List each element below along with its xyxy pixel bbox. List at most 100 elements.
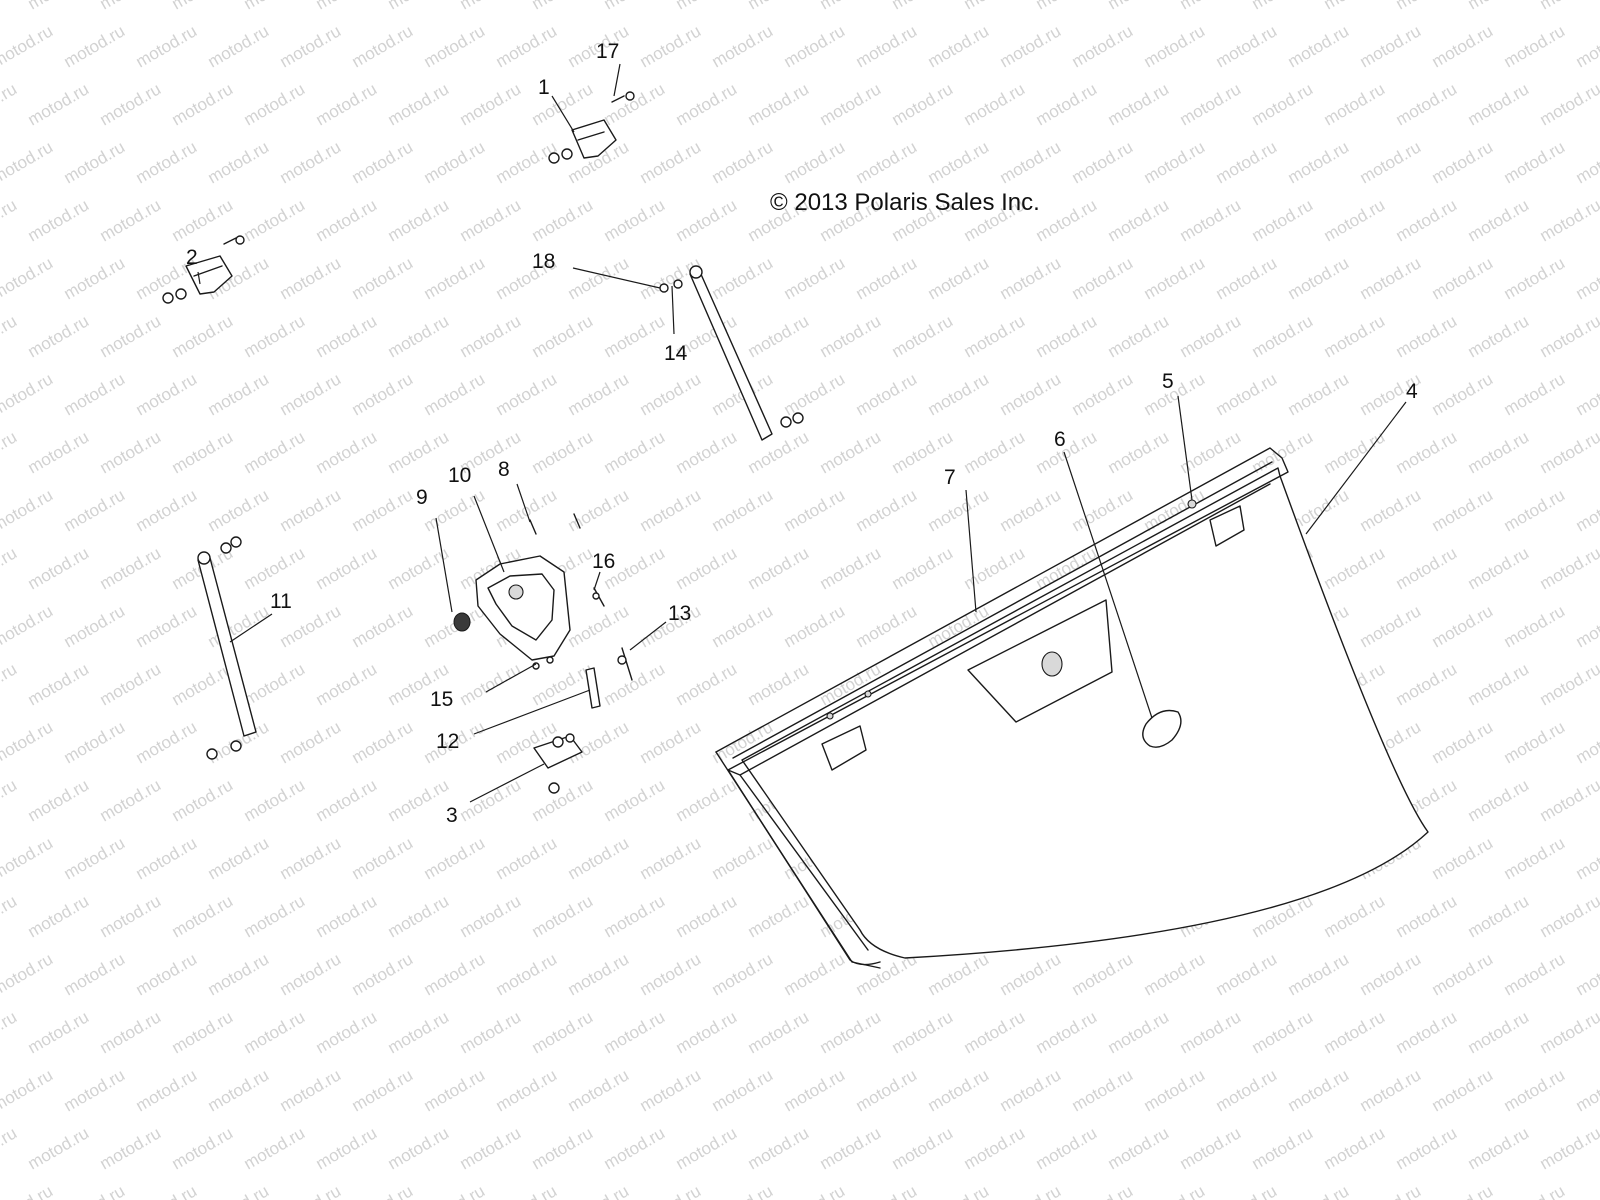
watermark-text: motod.ru <box>1573 137 1600 187</box>
watermark-text: motod.ru <box>97 659 165 709</box>
watermark-text: motod.ru <box>25 1123 93 1173</box>
watermark-text: motod.ru <box>1537 1123 1600 1173</box>
watermark-text: motod.ru <box>313 1007 381 1057</box>
watermark-text: motod.ru <box>169 775 237 825</box>
watermark-text: motod.ru <box>0 1065 56 1115</box>
watermark-text: motod.ru <box>889 543 957 593</box>
callout-6: 6 <box>1054 428 1066 451</box>
watermark-text: motod.ru <box>997 1065 1065 1115</box>
watermark-text: motod.ru <box>1213 949 1281 999</box>
window-frame-left-edge <box>715 751 881 969</box>
watermark-text: motod.ru <box>493 1065 561 1115</box>
watermark-text: motod.ru <box>169 195 237 245</box>
watermark-text: motod.ru <box>313 775 381 825</box>
watermark-text: motod.ru <box>169 79 237 129</box>
watermark-text: motod.ru <box>1033 1123 1101 1173</box>
watermark-text: motod.ru <box>565 485 633 535</box>
watermark-text: motod.ru <box>1357 485 1425 535</box>
latch-rod <box>585 667 601 709</box>
watermark-text: motod.ru <box>817 79 885 129</box>
watermark-text: motod.ru <box>25 775 93 825</box>
watermark-text: motod.ru <box>0 311 20 361</box>
watermark-text: motod.ru <box>673 543 741 593</box>
watermark-text: motod.ru <box>1177 195 1245 245</box>
watermark-text: motod.ru <box>1501 601 1569 651</box>
watermark-text: motod.ru <box>1177 0 1245 13</box>
watermark-text: motod.ru <box>61 21 129 71</box>
watermark-text: motod.ru <box>1537 775 1600 825</box>
watermark-text: motod.ru <box>421 1181 489 1200</box>
watermark-text: motod.ru <box>0 833 56 883</box>
watermark-text: motod.ru <box>97 311 165 361</box>
watermark-text: motod.ru <box>1249 195 1317 245</box>
watermark-text: motod.ru <box>817 543 885 593</box>
watermark-text: motod.ru <box>241 659 309 709</box>
watermark-text: motod.ru <box>97 427 165 477</box>
watermark-text: motod.ru <box>1141 1181 1209 1200</box>
watermark-text: motod.ru <box>1249 1007 1317 1057</box>
watermark-text: motod.ru <box>1069 137 1137 187</box>
watermark-text: motod.ru <box>709 253 777 303</box>
watermark-text: motod.ru <box>25 1007 93 1057</box>
watermark-text: motod.ru <box>1501 137 1569 187</box>
watermark-text: motod.ru <box>61 833 129 883</box>
callout-15: 15 <box>430 688 453 711</box>
watermark-text: motod.ru <box>241 1007 309 1057</box>
watermark-text: motod.ru <box>637 1065 705 1115</box>
watermark-text: motod.ru <box>457 1123 525 1173</box>
watermark-text: motod.ru <box>97 891 165 941</box>
watermark-text: motod.ru <box>349 717 417 767</box>
watermark-text: motod.ru <box>997 253 1065 303</box>
watermark-text: motod.ru <box>889 311 957 361</box>
watermark-text: motod.ru <box>349 485 417 535</box>
watermark-text: motod.ru <box>169 0 237 13</box>
watermark-text: motod.ru <box>277 833 345 883</box>
watermark-text: motod.ru <box>1537 1007 1600 1057</box>
watermark-text: motod.ru <box>0 485 56 535</box>
watermark-text: motod.ru <box>1393 891 1461 941</box>
watermark-text: motod.ru <box>1465 659 1533 709</box>
watermark-text: motod.ru <box>205 833 273 883</box>
watermark-text: motod.ru <box>781 137 849 187</box>
watermark-text: motod.ru <box>133 485 201 535</box>
watermark-text: motod.ru <box>889 0 957 13</box>
watermark-text: motod.ru <box>1501 253 1569 303</box>
watermark-text: motod.ru <box>0 601 56 651</box>
watermark-text: motod.ru <box>1573 949 1600 999</box>
watermark-text: motod.ru <box>1537 427 1600 477</box>
watermark-text: motod.ru <box>1069 253 1137 303</box>
watermark-text: motod.ru <box>277 485 345 535</box>
watermark-text: motod.ru <box>853 1065 921 1115</box>
watermark-text: motod.ru <box>349 21 417 71</box>
watermark-text: motod.ru <box>1285 1065 1353 1115</box>
watermark-text: motod.ru <box>1321 311 1389 361</box>
watermark-text: motod.ru <box>1033 427 1101 477</box>
watermark-text: motod.ru <box>277 1065 345 1115</box>
watermark-text: motod.ru <box>853 137 921 187</box>
watermark-text: motod.ru <box>0 253 56 303</box>
watermark-text: motod.ru <box>601 427 669 477</box>
watermark-text: motod.ru <box>385 427 453 477</box>
watermark-text: motod.ru <box>1069 1065 1137 1115</box>
watermark-text: motod.ru <box>745 0 813 13</box>
watermark-text: motod.ru <box>1357 949 1425 999</box>
watermark-text: motod.ru <box>997 369 1065 419</box>
watermark-text: motod.ru <box>745 543 813 593</box>
watermark-text: motod.ru <box>1105 195 1173 245</box>
watermark-text: motod.ru <box>1429 485 1497 535</box>
watermark-text: motod.ru <box>0 775 20 825</box>
watermark-text: motod.ru <box>457 311 525 361</box>
watermark-text: motod.ru <box>1573 1065 1600 1115</box>
watermark-text: motod.ru <box>1465 427 1533 477</box>
watermark-text: motod.ru <box>97 195 165 245</box>
watermark-text: motod.ru <box>745 311 813 361</box>
window-frame-left-inner <box>739 774 869 951</box>
watermark-text: motod.ru <box>349 833 417 883</box>
watermark-text: motod.ru <box>817 427 885 477</box>
watermark-text: motod.ru <box>1429 717 1497 767</box>
watermark-text: motod.ru <box>1249 0 1317 13</box>
watermark-text: motod.ru <box>61 717 129 767</box>
watermark-text: motod.ru <box>313 659 381 709</box>
watermark-text: motod.ru <box>1285 253 1353 303</box>
watermark-text: motod.ru <box>745 427 813 477</box>
